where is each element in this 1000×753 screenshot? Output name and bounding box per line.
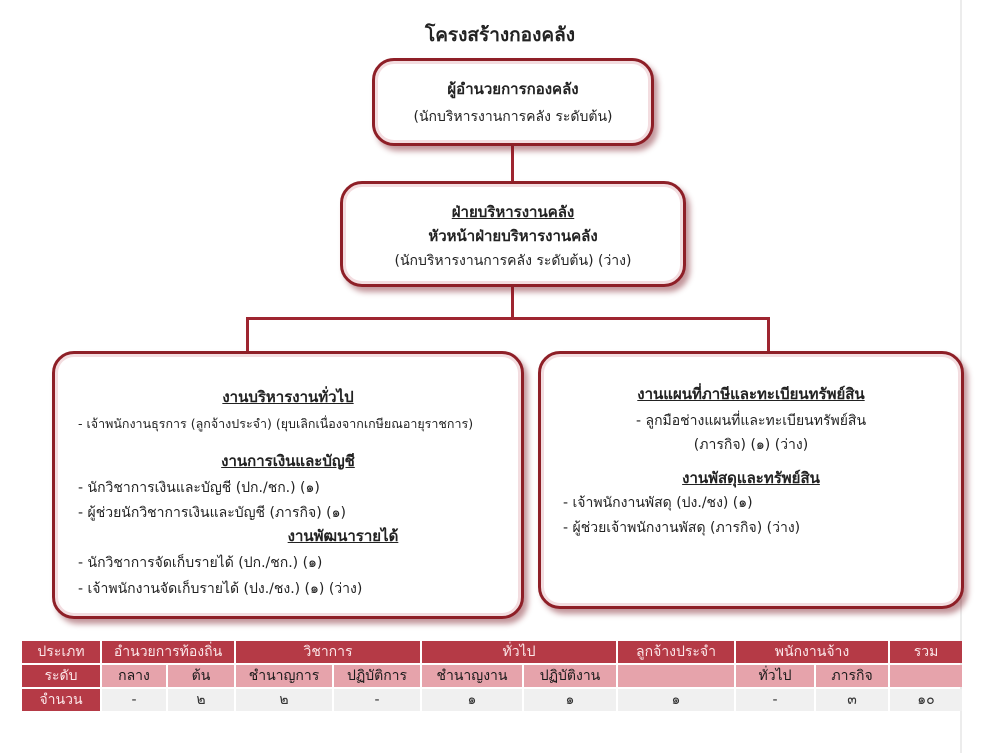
table-cell: ทั่วไป — [422, 641, 616, 663]
tax-map-item-cont: (ภารกิจ) (๑) (ว่าง) — [693, 437, 809, 453]
general-admin-heading: งานบริหารงานทั่วไป — [222, 388, 354, 406]
table-cell: - — [736, 689, 814, 711]
table-cell: ประเภท — [22, 641, 100, 663]
right-section-box: งานแผนที่ภาษีและทะเบียนทรัพย์สิน - ลูกมื… — [538, 351, 964, 609]
table-cell: ๒ — [168, 689, 234, 711]
table-cell: - — [334, 689, 420, 711]
table-cell: ต้น — [168, 665, 234, 687]
table-cell: ลูกจ้างประจำ — [618, 641, 734, 663]
table-cell — [890, 665, 963, 687]
connector-horizontal — [246, 317, 770, 320]
table-cell: ชำนาญงาน — [422, 665, 522, 687]
director-box: ผู้อำนวยการกองคลัง (นักบริหารงานการคลัง … — [372, 58, 654, 146]
revenue-item-2: - เจ้าพนักงานจัดเก็บรายได้ (ปง./ชง.) (๑)… — [78, 581, 363, 597]
table-cell: - — [102, 689, 166, 711]
tax-map-item: - ลูกมือช่างแผนที่และทะเบียนทรัพย์สิน — [635, 413, 867, 429]
table-row-type: ประเภท อำนวยการท้องถิ่น วิชาการ ทั่วไป ล… — [22, 641, 963, 663]
director-subtitle: (นักบริหารงานการคลัง ระดับต้น) — [413, 109, 613, 125]
table-cell: ภารกิจ — [816, 665, 889, 687]
staff-summary-table: ประเภท อำนวยการท้องถิ่น วิชาการ ทั่วไป ล… — [20, 639, 964, 713]
table-cell — [618, 665, 734, 687]
division-name: ฝ่ายบริหารงานคลัง — [451, 203, 575, 221]
division-head: หัวหน้าฝ่ายบริหารงานคลัง — [428, 227, 598, 245]
table-cell: รวม — [890, 641, 963, 663]
tax-map-heading: งานแผนที่ภาษีและทะเบียนทรัพย์สิน — [637, 385, 865, 403]
general-admin-item: - เจ้าพนักงานธุรการ (ลูกจ้างประจำ) (ยุบเ… — [78, 416, 474, 431]
table-cell: ๑ — [618, 689, 734, 711]
supplies-item-1: - เจ้าพนักงานพัสดุ (ปง./ชง) (๑) — [563, 495, 753, 511]
table-cell: วิชาการ — [236, 641, 420, 663]
table-cell: ๑ — [524, 689, 616, 711]
table-cell: ๑ — [422, 689, 522, 711]
left-section-box: งานบริหารงานทั่วไป - เจ้าพนักงานธุรการ (… — [52, 351, 524, 619]
table-cell: อำนวยการท้องถิ่น — [102, 641, 234, 663]
table-cell: ๑๐ — [890, 689, 963, 711]
supplies-heading: งานพัสดุและทรัพย์สิน — [682, 469, 820, 487]
connector-left — [246, 317, 249, 353]
table-cell: ทั่วไป — [736, 665, 814, 687]
director-title: ผู้อำนวยการกองคลัง — [447, 80, 579, 98]
table-cell: ปฏิบัติการ — [334, 665, 420, 687]
finance-heading: งานการเงินและบัญชี — [221, 452, 355, 470]
page-title: โครงสร้างกองคลัง — [425, 24, 575, 46]
table-cell: พนักงานจ้าง — [736, 641, 889, 663]
table-cell: ระดับ — [22, 665, 100, 687]
table-cell: จำนวน — [22, 689, 100, 711]
connector-division-branch — [511, 287, 514, 319]
table-cell: กลาง — [102, 665, 166, 687]
table-row-level: ระดับ กลาง ต้น ชำนาญการ ปฏิบัติการ ชำนาญ… — [22, 665, 963, 687]
finance-item-1: - นักวิชาการเงินและบัญชี (ปก./ชก.) (๑) — [78, 480, 320, 496]
revenue-item-1: - นักวิชาการจัดเก็บรายได้ (ปก./ชก.) (๑) — [78, 555, 323, 571]
supplies-item-2: - ผู้ช่วยเจ้าพนักงานพัสดุ (ภารกิจ) (ว่าง… — [563, 520, 801, 536]
table-row-count: จำนวน - ๒ ๒ - ๑ ๑ ๑ - ๓ ๑๐ — [22, 689, 963, 711]
table-cell: ๒ — [236, 689, 332, 711]
division-level: (นักบริหารงานการคลัง ระดับต้น) (ว่าง) — [394, 253, 632, 269]
table-cell: ชำนาญการ — [236, 665, 332, 687]
table-cell: ปฏิบัติงาน — [524, 665, 616, 687]
finance-item-2: - ผู้ช่วยนักวิชาการเงินและบัญชี (ภารกิจ)… — [78, 505, 346, 521]
revenue-heading: งานพัฒนารายได้ — [287, 527, 399, 545]
division-box: ฝ่ายบริหารงานคลัง หัวหน้าฝ่ายบริหารงานคล… — [340, 181, 686, 287]
connector-director-division — [511, 145, 514, 185]
table-cell: ๓ — [816, 689, 889, 711]
connector-right — [767, 317, 770, 353]
